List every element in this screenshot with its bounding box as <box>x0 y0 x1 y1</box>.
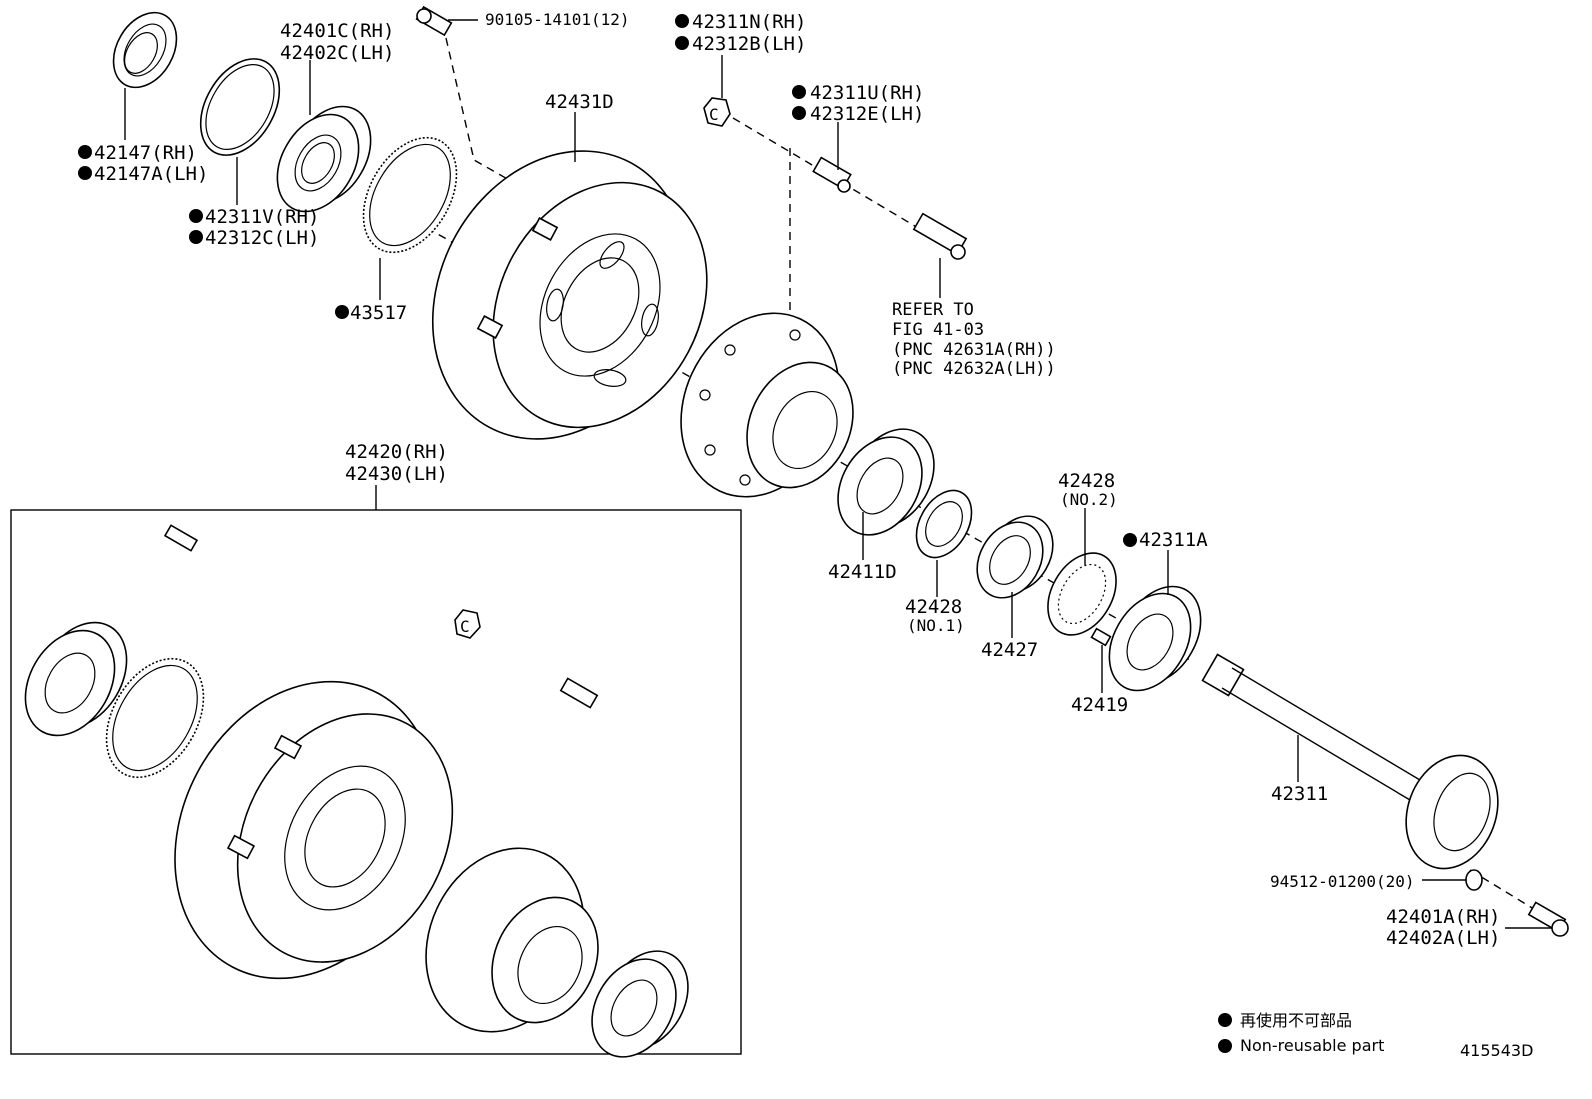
bearing-42411D <box>837 428 935 536</box>
label-90105: 90105-14101(12) <box>485 10 630 29</box>
label-42311A: 42311A <box>1139 529 1208 551</box>
wheel-stud-refer <box>912 212 968 260</box>
hub-bolt-42311U <box>812 156 852 193</box>
legend-en: Non-reusable part <box>1240 1036 1384 1055</box>
label-42312E: 42312E(LH) <box>810 103 924 125</box>
label-refer-4: (PNC 42632A(LH)) <box>892 359 1056 379</box>
label-42401C: 42401C(RH) <box>280 20 394 42</box>
hub-assembly-box-42420: C <box>10 485 742 1058</box>
label-42428-no1-sub: (NO.1) <box>907 616 965 635</box>
label-42419: 42419 <box>1071 694 1128 716</box>
lock-washer-42428-no1 <box>915 489 973 559</box>
legend: 再使用不可部品 Non-reusable part <box>1240 1011 1384 1055</box>
bearing-race-42311V <box>199 58 281 156</box>
bearing-42401C <box>276 105 372 213</box>
label-refer-1: REFER TO <box>892 300 974 320</box>
label-42427: 42427 <box>981 639 1038 661</box>
label-42428-no2: 42428 <box>1058 470 1115 492</box>
hub-nut-42311N: C <box>703 97 731 127</box>
part-labels: 90105-14101(12) 42311N(RH) 42312B(LH) 42… <box>94 10 1500 949</box>
label-42428-no1: 42428 <box>905 596 962 618</box>
figure-id: 415543D <box>1460 1041 1533 1060</box>
label-42311U: 42311U(RH) <box>810 82 924 104</box>
brake-drum-42431D <box>431 150 708 440</box>
label-42402C: 42402C(LH) <box>280 42 394 64</box>
label-42431D: 42431D <box>545 91 614 113</box>
label-42411D: 42411D <box>828 561 897 583</box>
oil-seal-42311A <box>1108 585 1202 692</box>
label-42311V: 42311V(RH) <box>205 206 319 228</box>
label-42312C: 42312C(LH) <box>205 227 319 249</box>
screw-42419 <box>1090 627 1112 647</box>
label-42147: 42147(RH) <box>94 142 197 164</box>
label-42401A: 42401A(RH) <box>1386 906 1500 928</box>
label-94512: 94512-01200(20) <box>1270 872 1415 891</box>
label-refer-3: (PNC 42631A(RH)) <box>892 340 1056 360</box>
leader-lines <box>124 19 1552 929</box>
label-43517: 43517 <box>350 302 407 324</box>
lock-washer-42428-no2 <box>1047 552 1117 636</box>
bolt-90105 <box>415 5 453 37</box>
svg-text:C: C <box>460 617 470 636</box>
label-42312B: 42312B(LH) <box>692 33 806 55</box>
lock-nut-42427 <box>976 515 1054 599</box>
label-refer-2: FIG 41-03 <box>892 320 984 340</box>
non-reusable-markers <box>78 14 1232 1053</box>
nut-94512 <box>1465 869 1483 891</box>
label-42402A: 42402A(LH) <box>1386 927 1500 949</box>
label-42311: 42311 <box>1271 783 1328 805</box>
label-42430: 42430(LH) <box>345 463 448 485</box>
legend-jp: 再使用不可部品 <box>1240 1011 1352 1030</box>
axle-hub <box>680 312 854 498</box>
abs-sensor-rotor-43517 <box>362 136 458 254</box>
axle-shaft-42311 <box>1201 653 1499 870</box>
svg-text:C: C <box>709 105 719 124</box>
label-42420: 42420(RH) <box>345 441 448 463</box>
hub-bolt-42401A <box>1527 901 1569 937</box>
label-42428-no2-sub: (NO.2) <box>1060 490 1118 509</box>
oil-seal-42147 <box>112 11 178 89</box>
label-42311N: 42311N(RH) <box>692 11 806 33</box>
label-42147A: 42147A(LH) <box>94 163 208 185</box>
